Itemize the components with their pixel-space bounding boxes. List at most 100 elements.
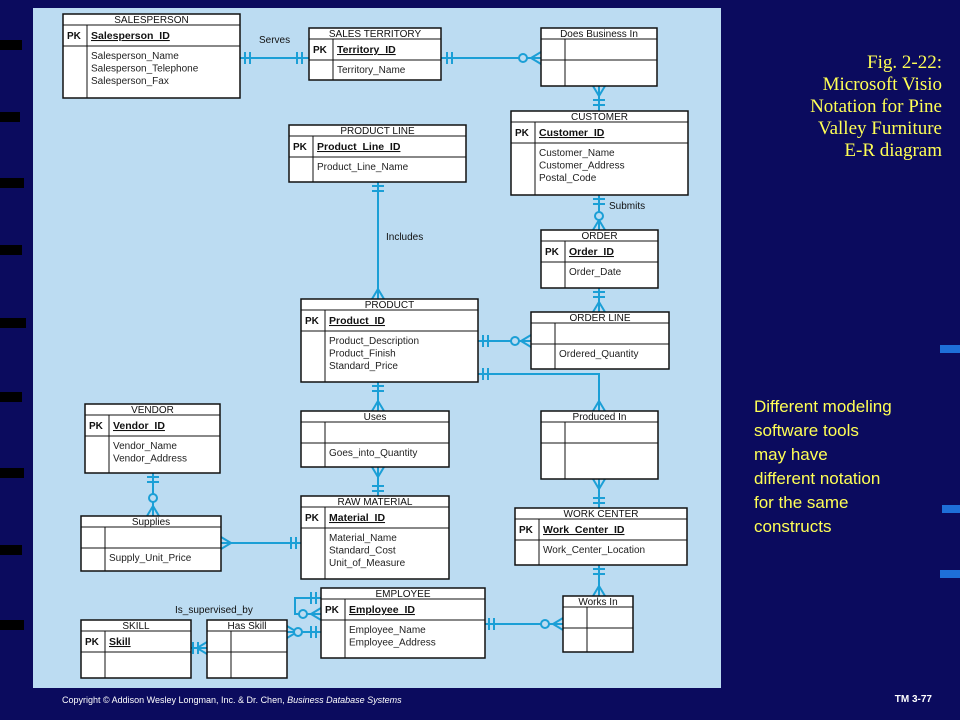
entity-name: WORK CENTER [564, 509, 639, 520]
copyright-text: Copyright © Addison Wesley Longman, Inc.… [62, 695, 288, 705]
cardinality-optional-mark [298, 609, 308, 619]
entity-name: PRODUCT [365, 300, 414, 311]
pk-label: PK [85, 637, 100, 648]
decor-stripe [0, 468, 24, 478]
entity-attribute: Order_Date [569, 267, 622, 278]
cardinality-many-mark [598, 585, 606, 597]
entity-name: Has Skill [228, 621, 267, 632]
side-note: Different modeling software tools may ha… [754, 395, 959, 539]
pk-label: PK [313, 45, 328, 56]
decor-stripe [0, 40, 22, 50]
entity-attribute: Unit_of_Measure [329, 558, 406, 569]
entity-name: Uses [364, 412, 387, 423]
cardinality-many-mark [598, 400, 606, 412]
figure-title-line: Notation for Pine [810, 96, 942, 117]
figure-title-line: Fig. 2-22: [867, 52, 942, 73]
entity-box [320, 587, 486, 659]
cardinality-many-mark [377, 400, 385, 412]
cardinality-many-mark [530, 57, 542, 65]
entity-produced-in: Produced In [540, 410, 659, 480]
cardinality-optional-mark [518, 53, 528, 63]
side-note-line: Different modeling [754, 397, 892, 416]
entity-works-in: Works In [562, 595, 634, 653]
pk-label: PK [67, 31, 82, 42]
entity-box [300, 410, 450, 468]
entity-box [206, 619, 288, 679]
entity-name: Supplies [132, 517, 170, 528]
entity-attribute: Goes_into_Quantity [329, 448, 417, 459]
pk-label: PK [519, 525, 534, 536]
entity-attribute: Vendor_Address [113, 454, 187, 465]
cardinality-many-mark [377, 466, 385, 478]
copyright-footer: Copyright © Addison Wesley Longman, Inc.… [62, 695, 402, 705]
cardinality-many-mark [310, 613, 322, 621]
entity-attribute: Product_Finish [329, 349, 396, 360]
primary-key: Skill [109, 636, 131, 648]
cardinality-many-mark [377, 288, 385, 300]
entity-attribute: Territory_Name [337, 65, 406, 76]
entity-name: SALES TERRITORY [329, 29, 422, 40]
entity-name: EMPLOYEE [375, 589, 430, 600]
entity-name: CUSTOMER [571, 112, 628, 123]
relationship-label-is-supervised-by: Is_supervised_by [175, 605, 253, 616]
entity-attribute: Standard_Price [329, 361, 398, 372]
entity-has-skill: Has Skill [206, 619, 288, 679]
entity-order-line: ORDER LINE Ordered_Quantity [530, 311, 670, 370]
entity-box [308, 27, 442, 81]
side-note-line: different notation [754, 469, 881, 488]
entity-box [300, 298, 479, 383]
cardinality-optional-mark [293, 627, 303, 637]
primary-key: Customer_ID [539, 127, 605, 139]
relationship-label-submits: Submits [609, 201, 645, 212]
decor-stripe [0, 545, 22, 555]
entity-attribute: Salesperson_Telephone [91, 64, 199, 75]
primary-key: Order_ID [569, 246, 614, 258]
pk-label: PK [305, 513, 320, 524]
entity-attribute: Standard_Cost [329, 546, 396, 557]
book-title: Business Database Systems [287, 695, 402, 705]
figure-title-line: Microsoft Visio [822, 74, 942, 95]
slide-number: TM 3-77 [894, 694, 932, 705]
entity-attribute: Salesperson_Name [91, 51, 179, 62]
cardinality-optional-mark [540, 619, 550, 629]
entity-attribute: Ordered_Quantity [559, 349, 639, 360]
entity-attribute: Material_Name [329, 533, 397, 544]
figure-title-line: E-R diagram [844, 140, 942, 161]
side-note-line: may have [754, 445, 828, 464]
entity-attribute: Employee_Address [349, 638, 436, 649]
cardinality-many-mark [598, 85, 606, 97]
entity-name: SALESPERSON [114, 15, 188, 26]
entity-attribute: Employee_Name [349, 625, 426, 636]
decor-stripe [940, 570, 960, 578]
entity-attribute: Vendor_Name [113, 441, 177, 452]
pk-label: PK [89, 421, 104, 432]
entity-name: Produced In [573, 412, 627, 423]
entity-name: ORDER LINE [569, 313, 630, 324]
decor-stripe [942, 505, 960, 513]
primary-key: Product_ID [329, 315, 385, 327]
entity-attribute: Postal_Code [539, 173, 597, 184]
entity-box [510, 110, 689, 196]
entity-attribute: Salesperson_Fax [91, 76, 169, 87]
pk-label: PK [293, 142, 308, 153]
entity-does-business-in: Does Business In [540, 27, 658, 87]
cardinality-many-mark [598, 301, 606, 313]
entity-box [514, 507, 688, 566]
decor-stripe [0, 112, 20, 122]
entity-box [80, 619, 192, 679]
entity-name: Works In [578, 597, 617, 608]
entity-box [540, 229, 659, 289]
primary-key: Product_Line_ID [317, 141, 401, 153]
entity-name: Does Business In [560, 29, 638, 40]
entity-attribute: Product_Description [329, 336, 419, 347]
pk-label: PK [515, 128, 530, 139]
